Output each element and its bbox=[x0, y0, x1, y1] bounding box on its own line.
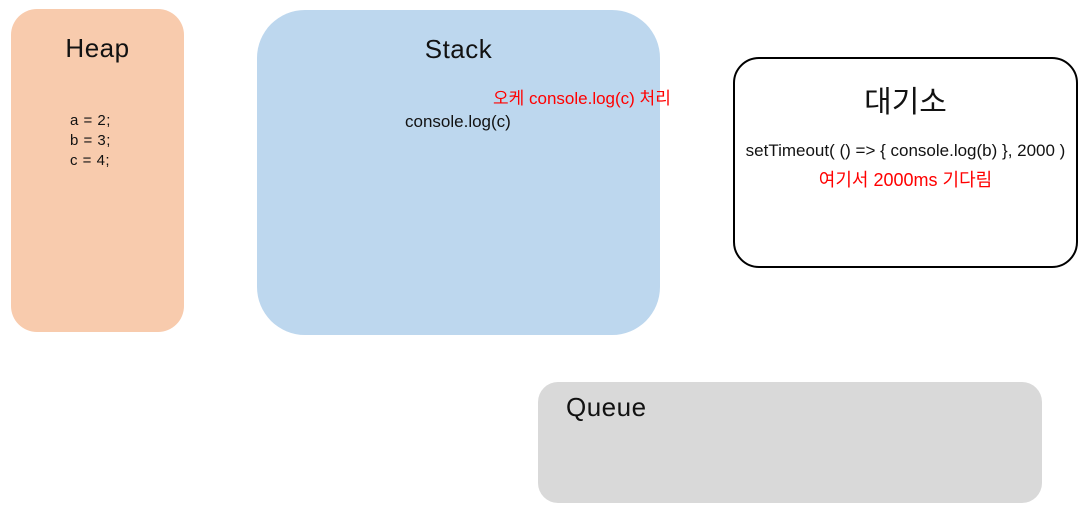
waiting-room-title: 대기소 bbox=[864, 86, 947, 119]
waiting-room-annotation-red: 여기서 2000ms 기다림 bbox=[818, 170, 993, 190]
stack-annotation-red: 오케 console.log(c) 처리 bbox=[493, 89, 671, 108]
stack-code-line: console.log(c) bbox=[405, 112, 511, 131]
heap-variable-a: a = 2; bbox=[70, 112, 111, 129]
queue-title: Queue bbox=[566, 392, 647, 422]
heap-box: Heap a = 2; b = 3; c = 4; bbox=[11, 9, 184, 332]
heap-variables: a = 2; b = 3; c = 4; bbox=[70, 111, 111, 171]
stack-title: Stack bbox=[424, 34, 493, 64]
heap-variable-c: c = 4; bbox=[70, 152, 111, 169]
waiting-room-box: 대기소 setTimeout( () => { console.log(b) }… bbox=[733, 57, 1078, 268]
heap-title: Heap bbox=[65, 33, 130, 63]
queue-box: Queue bbox=[538, 382, 1042, 503]
heap-variable-b: b = 3; bbox=[70, 132, 111, 149]
waiting-room-code-line: setTimeout( () => { console.log(b) }, 20… bbox=[745, 141, 1066, 160]
stack-box: Stack 오케 console.log(c) 처리 console.log(c… bbox=[257, 10, 671, 335]
